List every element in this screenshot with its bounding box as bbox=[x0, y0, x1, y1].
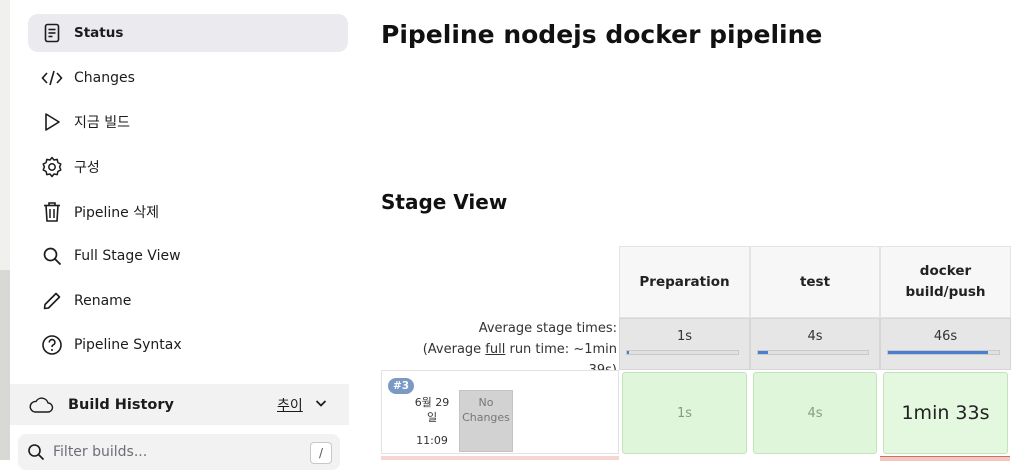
build-date: 6월 29 일 bbox=[414, 396, 450, 424]
sidebar-item-label: Status bbox=[74, 25, 124, 41]
sidebar-item-configure[interactable]: 구성 bbox=[28, 148, 348, 186]
avg-progress-fill bbox=[888, 351, 988, 354]
build-number-badge[interactable]: #3 bbox=[388, 378, 414, 394]
sidebar: Status Changes 지금 빌드 구성 Pipeline 삭제 Full… bbox=[10, 0, 360, 470]
gear-icon bbox=[40, 155, 64, 179]
stage-name: test bbox=[799, 273, 831, 290]
sidebar-item-rename[interactable]: Rename bbox=[28, 282, 348, 320]
filter-builds-input[interactable] bbox=[53, 444, 293, 460]
build-time: 11:09 bbox=[416, 434, 448, 447]
sidebar-item-delete-pipeline[interactable]: Pipeline 삭제 bbox=[28, 193, 348, 231]
next-build-row-edge bbox=[381, 456, 619, 460]
avg-progress-bar bbox=[626, 350, 739, 355]
sidebar-item-pipeline-syntax[interactable]: Pipeline Syntax bbox=[28, 326, 348, 364]
avg-full-run-time: (Average full run time: ~1min bbox=[381, 339, 617, 360]
avg-full-prefix: (Average bbox=[422, 342, 486, 357]
sidebar-item-changes[interactable]: Changes bbox=[28, 59, 348, 97]
sidebar-item-label: Pipeline 삭제 bbox=[74, 205, 160, 221]
trend-link[interactable]: 추이 bbox=[277, 398, 303, 414]
average-stage-times-label: Average stage times: (Average full run t… bbox=[381, 318, 617, 381]
avg-progress-fill bbox=[627, 351, 630, 354]
stage-header-preparation: Preparation bbox=[619, 246, 750, 318]
cloud-icon bbox=[28, 395, 54, 415]
sidebar-item-label: Pipeline Syntax bbox=[74, 337, 182, 353]
full-run-link[interactable]: full bbox=[485, 342, 506, 357]
page-title: Pipeline nodejs docker pipeline bbox=[381, 20, 823, 49]
avg-time-test: 4s bbox=[750, 318, 880, 370]
search-icon bbox=[40, 244, 64, 268]
stage-view-title: Stage View bbox=[381, 190, 508, 214]
stage-result-docker-build-push[interactable]: 1min 33s bbox=[883, 372, 1008, 454]
stage-header-docker-build-push: docker build/push bbox=[880, 246, 1011, 318]
filter-builds-field[interactable]: / bbox=[18, 434, 340, 470]
window-edge-lower bbox=[0, 270, 10, 460]
sidebar-item-full-stage-view[interactable]: Full Stage View bbox=[28, 237, 348, 275]
document-icon bbox=[40, 21, 64, 45]
avg-time-value: 4s bbox=[807, 329, 823, 344]
build-history-title: Build History bbox=[68, 396, 174, 413]
stage-name: Preparation bbox=[639, 273, 730, 290]
sidebar-item-label: 구성 bbox=[74, 160, 100, 176]
build-history-header: Build History 추이 bbox=[10, 384, 349, 425]
window-edge bbox=[0, 0, 10, 460]
sidebar-item-label: Rename bbox=[74, 293, 132, 309]
avg-progress-bar bbox=[887, 350, 1000, 355]
trash-icon bbox=[40, 200, 64, 224]
pencil-icon bbox=[40, 289, 64, 313]
play-icon bbox=[40, 110, 64, 134]
changes-box[interactable]: No Changes bbox=[459, 390, 513, 452]
stage-result-preparation[interactable]: 1s bbox=[622, 372, 747, 454]
avg-progress-fill bbox=[758, 351, 768, 354]
stage-header-test: test bbox=[750, 246, 880, 318]
sidebar-item-label: Full Stage View bbox=[74, 248, 181, 264]
avg-time-docker-build-push: 46s bbox=[880, 318, 1011, 370]
stage-duration: 4s bbox=[807, 405, 823, 421]
avg-progress-bar bbox=[757, 350, 869, 355]
sidebar-item-build-now[interactable]: 지금 빌드 bbox=[28, 103, 348, 141]
stage-name: docker build/push bbox=[905, 263, 986, 300]
stage-duration: 1min 33s bbox=[901, 402, 990, 424]
avg-time-value: 1s bbox=[676, 329, 693, 344]
help-icon bbox=[40, 333, 64, 357]
stage-duration: 1s bbox=[676, 405, 693, 421]
sidebar-item-status[interactable]: Status bbox=[28, 14, 348, 52]
shortcut-key-hint: / bbox=[310, 442, 332, 464]
search-icon bbox=[27, 443, 45, 461]
chevron-down-icon[interactable] bbox=[313, 395, 329, 411]
code-icon bbox=[40, 66, 64, 90]
sidebar-item-label: Changes bbox=[74, 70, 135, 86]
avg-stage-label: Average stage times: bbox=[478, 321, 617, 336]
avg-full-suffix: run time: ~1min bbox=[505, 342, 617, 357]
next-build-failure-edge bbox=[880, 456, 1010, 461]
avg-time-value: 46s bbox=[933, 329, 958, 344]
stage-result-test[interactable]: 4s bbox=[753, 372, 877, 454]
avg-time-preparation: 1s bbox=[619, 318, 750, 370]
sidebar-item-label: 지금 빌드 bbox=[74, 115, 130, 131]
